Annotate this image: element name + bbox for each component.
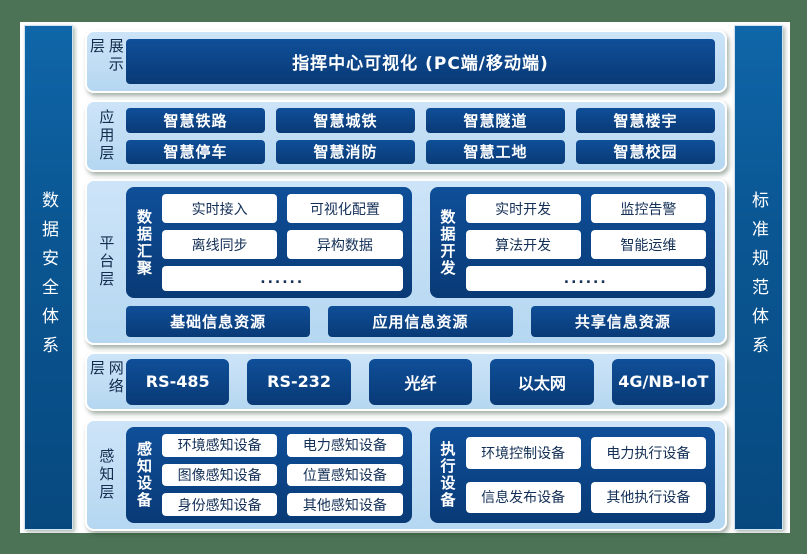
sensing-device-chips: 环境感知设备 电力感知设备 图像感知设备 位置感知设备 身份感知设备 其他感知设… [162,434,403,516]
platform-layer-label: 平台层 [97,235,116,289]
feature-chip: 监控告警 [590,194,706,223]
platform-layer-content: 数据汇聚 实时接入 可视化配置 离线同步 异构数据 ...... 数据开发 [126,187,715,337]
device-chip: 电力感知设备 [287,434,403,457]
sensing-devices-group: 感知设备 环境感知设备 电力感知设备 图像感知设备 位置感知设备 身份感知设备 … [126,427,412,523]
network-button: 4G/NB-IoT [611,358,716,405]
feature-chip: 离线同步 [162,230,278,259]
app-button: 智慧消防 [276,139,415,164]
data-security-label: 数据安全体系 [38,190,58,365]
feature-chip: 可视化配置 [287,194,403,223]
diagram-card: 数据安全体系 展示层 指挥中心可视化 (PC端/移动端) 应用层 智慧铁路 智慧… [20,22,790,533]
app-button: 智慧隧道 [426,108,565,133]
perception-layer-panel: 感知层 感知设备 环境感知设备 电力感知设备 图像感知设备 位置感知设备 身份感… [85,419,727,531]
device-chip: 信息发布设备 [465,481,581,513]
platform-layer-panel: 平台层 数据汇聚 实时接入 可视化配置 离线同步 异构数据 ...... [85,179,727,345]
network-button: 以太网 [490,358,594,405]
execution-devices-label: 执行设备 [438,441,457,509]
app-button: 智慧校园 [576,139,715,164]
app-button: 智慧停车 [126,139,265,164]
device-chip: 环境感知设备 [162,434,278,457]
data-development-chips: 实时开发 监控告警 算法开发 智能运维 ...... [465,194,706,291]
network-layer-panel: 网络层 RS-485 RS-232 光纤 以太网 4G/NB-IoT [85,352,727,411]
network-button: 光纤 [368,358,473,405]
data-aggregation-chips: 实时接入 可视化配置 离线同步 异构数据 ...... [162,194,403,291]
device-chip: 其他感知设备 [287,493,403,516]
perception-groups: 感知设备 环境感知设备 电力感知设备 图像感知设备 位置感知设备 身份感知设备 … [126,427,715,523]
standards-label: 标准规范体系 [748,190,768,365]
feature-chip: 异构数据 [287,230,403,259]
display-layer-content: 指挥中心可视化 (PC端/移动端) [126,38,715,85]
standards-pillar: 标准规范体系 [734,25,783,530]
app-button: 智慧城铁 [276,108,415,133]
feature-chip: 智能运维 [590,230,706,259]
application-layer-panel: 应用层 智慧铁路 智慧城铁 智慧隧道 智慧楼宇 智慧停车 智慧消防 智慧工地 智… [85,100,727,172]
network-button: RS-485 [126,358,230,405]
sensing-devices-label: 感知设备 [135,441,153,509]
device-chip: 电力执行设备 [590,437,706,469]
resource-row: 基础信息资源 应用信息资源 共享信息资源 [126,306,715,337]
perception-layer-label: 感知层 [97,448,116,502]
feature-chip: 实时开发 [465,194,581,223]
feature-chip: 算法开发 [465,230,581,259]
app-button: 智慧楼宇 [576,108,715,133]
platform-groups: 数据汇聚 实时接入 可视化配置 离线同步 异构数据 ...... 数据开发 [126,187,715,298]
data-aggregation-group: 数据汇聚 实时接入 可视化配置 离线同步 异构数据 ...... [126,187,412,298]
device-chip: 其他执行设备 [590,481,706,513]
data-security-pillar: 数据安全体系 [24,25,73,530]
app-button: 智慧铁路 [126,108,265,133]
application-buttons: 智慧铁路 智慧城铁 智慧隧道 智慧楼宇 智慧停车 智慧消防 智慧工地 智慧校园 [126,108,715,164]
feature-chip: 实时接入 [162,194,278,223]
network-layer-label: 网络层 [88,360,125,396]
application-layer-label: 应用层 [97,109,116,163]
app-button: 智慧工地 [426,139,565,164]
resource-box: 共享信息资源 [530,306,715,337]
network-button: RS-232 [247,358,351,405]
execution-devices-group: 执行设备 环境控制设备 电力执行设备 信息发布设备 其他执行设备 [429,427,715,523]
resource-box: 应用信息资源 [328,306,513,337]
display-layer-panel: 展示层 指挥中心可视化 (PC端/移动端) [85,30,727,93]
device-chip: 身份感知设备 [162,493,278,516]
data-development-group: 数据开发 实时开发 监控告警 算法开发 智能运维 ...... [429,187,715,298]
device-chip: 位置感知设备 [287,463,403,487]
data-development-label: 数据开发 [438,208,457,277]
more-chip: ...... [465,266,706,291]
device-chip: 环境控制设备 [465,437,581,469]
more-chip: ...... [162,266,403,291]
display-layer-label: 展示层 [88,38,125,74]
device-chip: 图像感知设备 [162,463,278,487]
command-center-box: 指挥中心可视化 (PC端/移动端) [126,39,715,84]
execution-device-chips: 环境控制设备 电力执行设备 信息发布设备 其他执行设备 [465,434,706,516]
resource-box: 基础信息资源 [126,306,311,337]
network-buttons: RS-485 RS-232 光纤 以太网 4G/NB-IoT [126,358,716,405]
data-aggregation-label: 数据汇聚 [135,208,153,277]
